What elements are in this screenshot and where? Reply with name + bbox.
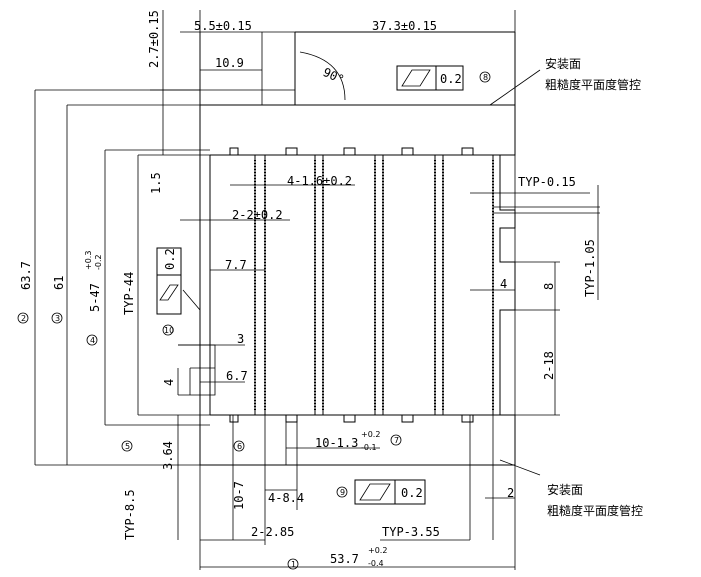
dimension-lines [34, 10, 600, 570]
dim-4-left: 4 [162, 379, 176, 386]
balloon-4: 4 [90, 336, 95, 345]
dim-8-right: 8 [542, 283, 556, 290]
balloon-2: 2 [21, 314, 26, 323]
dim-53-7-tol-upper: +0.2 [368, 546, 387, 555]
dim-2-7: 2.7±0.15 [147, 10, 161, 68]
balloon-1: 1 [291, 560, 296, 569]
dim-typ-1-05: TYP-1.05 [583, 239, 597, 297]
dim-2-bottom-right: 2 [507, 486, 514, 500]
dim-37-3: 37.3±0.15 [372, 19, 437, 33]
dim-4-8-4: 4-8.4 [268, 491, 304, 505]
bottom-tabs [232, 415, 494, 540]
dim-5-47-tol-lower: -0.2 [94, 254, 103, 270]
dim-61: 61 [52, 276, 66, 290]
dim-7-7: 7.7 [225, 258, 247, 272]
balloons: 1 2 3 4 5 6 7 8 9 10 [17, 71, 491, 570]
balloon-6: 6 [237, 442, 242, 451]
dim-10-1-3: 10-1.3 [315, 436, 358, 450]
fins [210, 147, 494, 423]
flatness-frame-bottom: 0.2 [354, 479, 426, 505]
flatness-frame-left: 0.2 [156, 247, 182, 315]
dim-10-9: 10.9 [215, 56, 244, 70]
dim-10-7: 10-7 [232, 481, 246, 510]
left-feature [178, 344, 216, 396]
dim-10-1-3-tol-lower: -0.1 [361, 443, 377, 452]
balloon-3: 3 [55, 314, 60, 323]
dim-2-2: 2-2±0.2 [232, 208, 283, 222]
dim-3: 3 [237, 332, 244, 346]
flatness-bottom-value: 0.2 [401, 486, 423, 500]
dim-2-18: 2-18 [542, 351, 556, 380]
part-outline [199, 31, 516, 466]
dim-typ-8-5: TYP-8.5 [123, 489, 137, 540]
balloon-9: 9 [340, 488, 345, 497]
balloon-5: 5 [125, 442, 130, 451]
dim-5-47-tol-upper: +0.3 [84, 251, 93, 270]
note-top-line2: 粗糙度平面度管控 [545, 77, 641, 92]
balloon-8: 8 [483, 73, 488, 82]
note-bottom-line2: 粗糙度平面度管控 [547, 503, 643, 518]
dim-2-2-85: 2-2.85 [251, 525, 294, 539]
dim-10-1-3-tol-upper: +0.2 [361, 430, 380, 439]
dimension-texts: 5.5±0.15 37.3±0.15 10.9 2.7±0.15 90° 63.… [19, 10, 597, 568]
dim-6-7: 6.7 [226, 369, 248, 383]
dim-53-7-tol-lower: -0.4 [368, 559, 384, 568]
dim-5-5: 5.5±0.15 [194, 19, 252, 33]
flatness-left-value: 0.2 [163, 248, 177, 270]
dim-1-5: 1.5 [149, 172, 163, 194]
balloon-7: 7 [394, 436, 399, 445]
flatness-top-value: 0.2 [440, 72, 462, 86]
dim-63-7: 63.7 [19, 261, 33, 290]
dim-4-1-6: 4-1.6±0.2 [287, 174, 352, 188]
dim-3-64: 3.64 [161, 441, 175, 470]
dim-typ-0-15: TYP-0.15 [518, 175, 576, 189]
dim-53-7: 53.7 [330, 552, 359, 566]
notes: 安装面 粗糙度平面度管控 安装面 粗糙度平面度管控 [545, 56, 643, 518]
note-top-line1: 安装面 [545, 56, 581, 71]
leaders [182, 69, 541, 476]
dim-typ-3-55: TYP-3.55 [382, 525, 440, 539]
dim-4-right: 4 [500, 277, 507, 291]
flatness-frame-top: 0.2 [396, 65, 464, 91]
dim-typ-44: TYP-44 [122, 272, 136, 315]
dim-5-47: 5-47 [88, 283, 102, 312]
balloon-10: 10 [164, 326, 174, 335]
note-bottom-line1: 安装面 [547, 482, 583, 497]
